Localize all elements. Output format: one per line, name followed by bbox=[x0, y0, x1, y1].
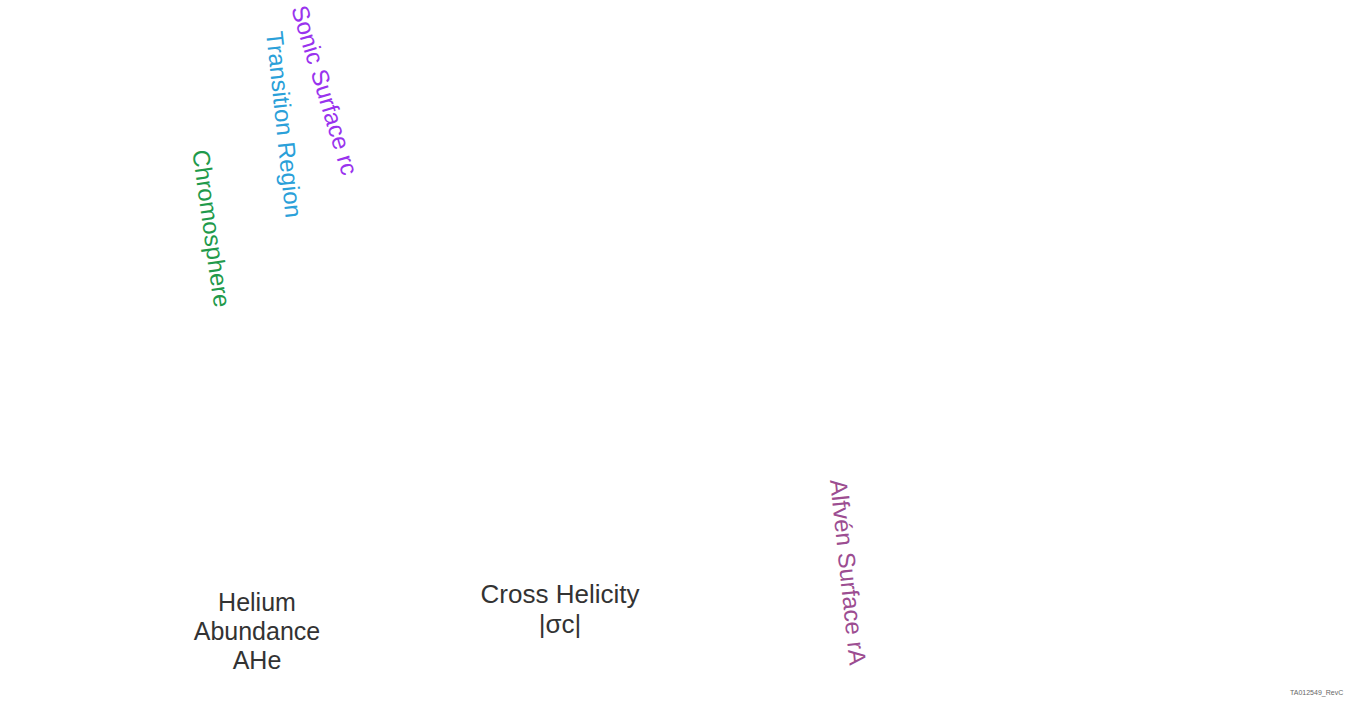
region-label: Chromosphere bbox=[187, 148, 236, 309]
sun-disk bbox=[0, 0, 150, 702]
wind-flow-arrow bbox=[451, 397, 522, 431]
open-field-line bbox=[130, 118, 1371, 530]
watermark: TA012549_RevC bbox=[1290, 689, 1343, 697]
open-field-line bbox=[130, 98, 1371, 510]
surface-label: Sonic Surface rc bbox=[286, 2, 364, 178]
open-field-line bbox=[130, 160, 1371, 562]
region-label: Cross Helicity |σc| bbox=[474, 580, 646, 640]
wind-flow-arrow bbox=[933, 291, 1000, 325]
band-fill bbox=[315, 0, 823, 702]
wind-flow-arrow bbox=[1206, 219, 1342, 275]
surface-label: Alfvén Surface rA bbox=[825, 478, 872, 667]
sun-granulation bbox=[0, 0, 150, 702]
open-field-line bbox=[130, 138, 1371, 548]
alfven-surface-line bbox=[713, 0, 823, 702]
quantity-label: Helium Abundance AHe bbox=[191, 588, 323, 674]
closed-field-loop bbox=[135, 402, 345, 451]
open-field-line bbox=[130, 182, 1371, 578]
closed-field-loop bbox=[135, 410, 300, 442]
closed-field-loop bbox=[135, 418, 282, 435]
chromosphere-boundary bbox=[100, 0, 183, 702]
band-fill bbox=[182, 0, 398, 702]
